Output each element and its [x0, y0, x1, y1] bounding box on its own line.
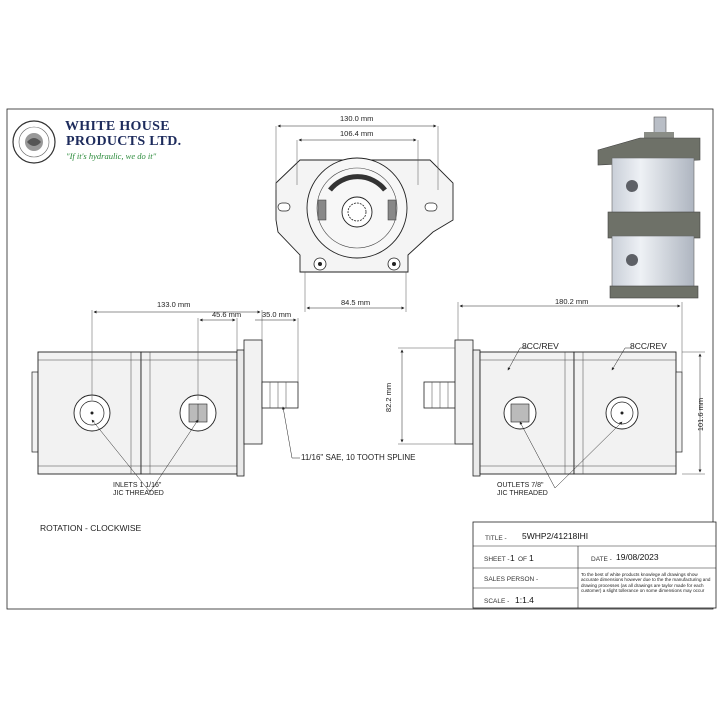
- dim-overall-width: 130.0 mm: [340, 114, 374, 123]
- sheet-total: 1: [529, 553, 534, 563]
- dim-overall-length: 180.2 mm: [555, 297, 589, 306]
- dim-inlet2: 45.6 mm: [212, 310, 242, 319]
- company-name-line1: WHITE HOUSE: [65, 119, 170, 134]
- dim-flange-height: 82.2 mm: [384, 382, 394, 413]
- outlet-note-line1: OUTLETS 7/8": [497, 482, 544, 489]
- sheet-of: OF: [518, 556, 528, 563]
- inlet-note-line2: JIC THREADED: [113, 490, 164, 497]
- rotation-note: ROTATION - CLOCKWISE: [40, 523, 142, 533]
- inlet-note-line1: INLETS 1 1/16": [113, 482, 162, 489]
- scale-label: SCALE -: [484, 598, 510, 605]
- company-name-line2: PRODUCTS LTD.: [66, 134, 182, 149]
- dim-shaft: 35.0 mm: [262, 310, 292, 319]
- displacement-right: 8CC/REV: [630, 341, 667, 351]
- sheet-number: 1: [510, 553, 515, 563]
- disclaimer-text: To the best of white products knowlege a…: [581, 572, 711, 594]
- dim-body-height: 101.6 mm: [696, 397, 706, 432]
- side-view-right: [398, 302, 705, 489]
- sheet-label: SHEET -: [484, 556, 510, 563]
- company-tagline: "If it's hydraulic, we do it": [66, 151, 157, 161]
- pump-render-image: [597, 116, 701, 299]
- dim-base-width: 84.5 mm: [341, 298, 371, 307]
- top-view: [275, 124, 454, 312]
- dim-bolt-width: 106.4 mm: [340, 129, 374, 138]
- outlet-note-line2: JIC THREADED: [497, 490, 548, 497]
- scale-value: 1:1.4: [515, 595, 534, 605]
- dim-inlet-to-end: 133.0 mm: [157, 300, 191, 309]
- title-block: [472, 521, 717, 609]
- salesperson-label: SALES PERSON -: [484, 576, 539, 583]
- date-value: 19/08/2023: [616, 552, 659, 562]
- title-value: 5WHP2/41218IHI: [522, 531, 589, 541]
- date-label: DATE -: [591, 556, 612, 563]
- sheet-border: [6, 108, 714, 610]
- spline-note: 11/16" SAE, 10 TOOTH SPLINE: [301, 453, 416, 462]
- title-label: TITLE -: [485, 535, 507, 542]
- company-seal-icon: [12, 120, 56, 164]
- displacement-left: 8CC/REV: [522, 341, 559, 351]
- side-view-left: [31, 310, 300, 493]
